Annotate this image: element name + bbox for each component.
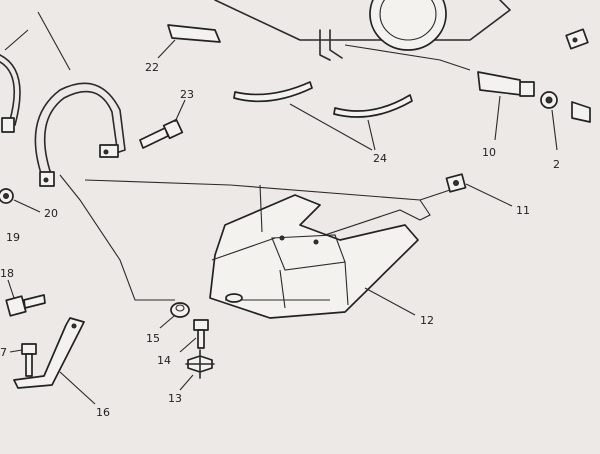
wiring-harness: [59, 174, 451, 301]
part-15-spacer: [159, 302, 190, 329]
callout-2: 2: [553, 158, 560, 171]
part-22-block: [157, 24, 221, 59]
part-16-angle-bracket: [13, 317, 96, 405]
corner-fitting: [565, 28, 589, 50]
callout-15: 15: [146, 332, 160, 345]
callout-13: 13: [168, 392, 182, 405]
leader-clamp-small: [4, 29, 29, 51]
callout-labels: 22 23 24 10 2 11 20 19 18 7 16 15 14 13 …: [0, 61, 560, 419]
tank-cylinder: [214, 0, 511, 71]
callout-12: 12: [420, 314, 434, 327]
part-11-nut: [445, 173, 513, 207]
callout-24: 24: [373, 152, 387, 165]
callout-7: 7: [0, 346, 7, 359]
callout-11: 11: [516, 204, 530, 217]
part-2-connector: [540, 91, 591, 151]
left-clamp-large: [34, 82, 126, 187]
part-10-sensor: [477, 71, 535, 141]
left-clamp-small: [0, 54, 21, 133]
part-18-bolt: [5, 279, 46, 317]
leader-clamp-large: [37, 11, 71, 71]
part-13-clip: [179, 349, 215, 391]
part-19-20-washer: [0, 188, 41, 213]
callout-22: 22: [145, 61, 159, 74]
part-7-bolt: [9, 343, 37, 377]
callout-16: 16: [96, 406, 110, 419]
callout-18: 18: [0, 267, 14, 280]
callout-19: 19: [6, 231, 20, 244]
part-14-bolt: [179, 319, 209, 353]
callout-14: 14: [157, 354, 171, 367]
callout-10: 10: [482, 146, 496, 159]
callout-23: 23: [180, 88, 194, 101]
callout-20: 20: [44, 207, 58, 220]
part-12-bracket: [209, 184, 419, 319]
part-24-straps: [233, 81, 413, 151]
part-23-bolt: [139, 99, 186, 149]
